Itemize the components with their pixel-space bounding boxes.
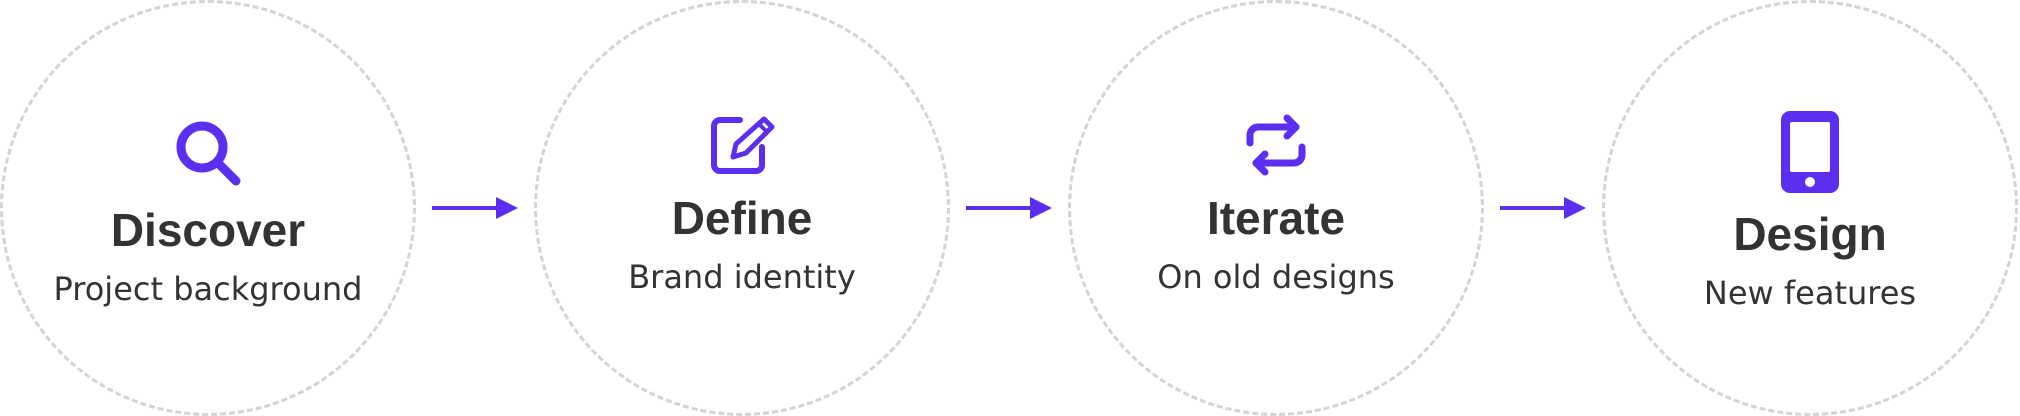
step-define: Define Brand identity [534, 0, 950, 416]
search-icon [176, 121, 241, 186]
step-subtitle: Brand identity [628, 258, 856, 296]
arrow-right-icon [432, 197, 518, 219]
tablet-icon [1781, 111, 1839, 193]
step-title: Discover [110, 204, 306, 256]
step-discover: Discover Project background [0, 0, 416, 416]
step-title: Iterate [1206, 192, 1346, 244]
arrow-right-icon [1500, 197, 1586, 219]
arrow-right-icon [966, 197, 1052, 219]
step-subtitle: New features [1703, 274, 1917, 312]
edit-icon [711, 116, 775, 174]
step-design: Design New features [1602, 0, 2018, 416]
step-title: Design [1733, 208, 1887, 260]
repeat-icon [1246, 114, 1306, 176]
step-subtitle: Project background [53, 270, 363, 308]
step-iterate: Iterate On old designs [1068, 0, 1484, 416]
step-title: Define [671, 192, 813, 244]
step-subtitle: On old designs [1157, 258, 1395, 296]
